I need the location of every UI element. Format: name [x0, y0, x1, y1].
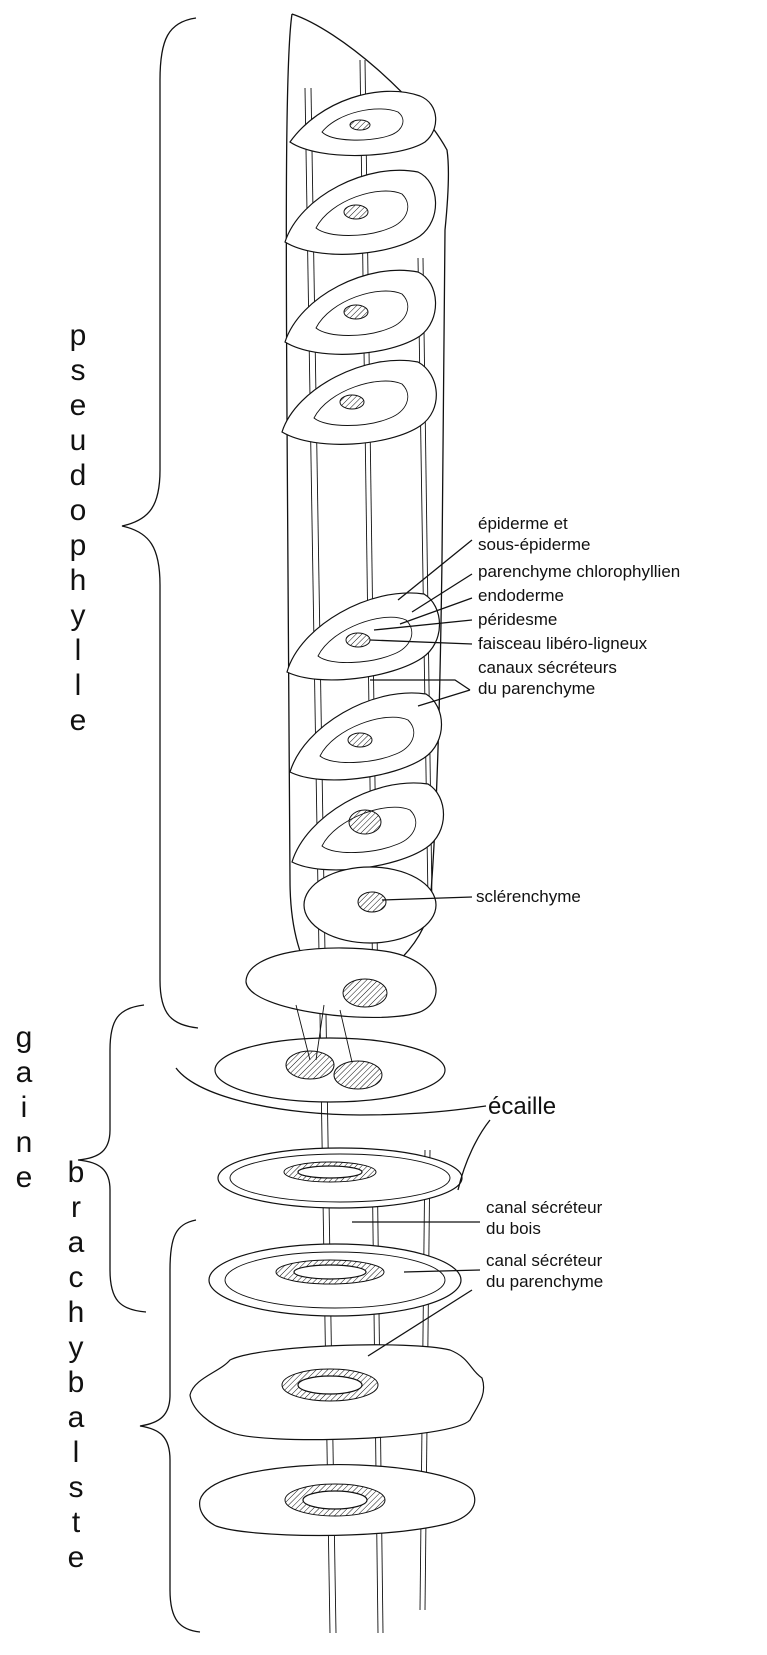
gaine-sections [176, 1005, 486, 1115]
letter: y [58, 598, 98, 633]
letter: d [58, 458, 98, 493]
letter: r [56, 1190, 96, 1225]
letter: i [4, 1090, 44, 1125]
label-canaux-secreteurs: canaux sécréteurs du parenchyme [478, 657, 617, 699]
letter: b [56, 1155, 96, 1190]
letter: p [58, 318, 98, 353]
letter: u [58, 423, 98, 458]
label-canal-bois-line2: du bois [486, 1218, 602, 1239]
pseudophylle-label: p s e u d o p h y l l e [58, 318, 98, 738]
label-faisceau: faisceau libéro-ligneux [478, 633, 647, 654]
label-canal-par-line2: du parenchyme [486, 1271, 603, 1292]
label-parenchyme-chlorophyllien: parenchyme chlorophyllien [478, 561, 680, 582]
letter: o [58, 493, 98, 528]
letter: t [56, 1505, 96, 1540]
label-ecaille: écaille [488, 1093, 556, 1121]
letter: y [56, 1330, 96, 1365]
letter: c [56, 1260, 96, 1295]
label-canal-parenchyme: canal sécréteur du parenchyme [486, 1250, 603, 1292]
letter: l [58, 668, 98, 703]
label-sclerenchyme: sclérenchyme [476, 886, 581, 907]
letter: l [58, 633, 98, 668]
label-canaux-line1: canaux sécréteurs [478, 657, 617, 678]
letter: e [58, 703, 98, 738]
label-endoderme: endoderme [478, 585, 564, 606]
letter: h [58, 563, 98, 598]
pseudophylle-brace [122, 18, 198, 1028]
letter: e [4, 1160, 44, 1195]
letter: a [56, 1225, 96, 1260]
needle-sections [246, 91, 444, 1017]
letter: p [58, 528, 98, 563]
label-canaux-line2: du parenchyme [478, 678, 617, 699]
letter: a [56, 1400, 96, 1435]
label-epiderme-line2: sous-épiderme [478, 534, 590, 555]
brachyblaste-sections [190, 1148, 484, 1536]
letter: h [56, 1295, 96, 1330]
letter: b [56, 1365, 96, 1400]
label-peridesme: péridesme [478, 609, 557, 630]
letter: s [58, 353, 98, 388]
label-epiderme-line1: épiderme et [478, 513, 590, 534]
letter: g [4, 1020, 44, 1055]
label-canal-bois: canal sécréteur du bois [486, 1197, 602, 1239]
gaine-label: g a i n e [4, 1020, 44, 1195]
letter: l [56, 1435, 96, 1470]
letter: s [56, 1470, 96, 1505]
brachyblaste-brace [140, 1220, 200, 1632]
letter: a [4, 1055, 44, 1090]
brachyblaste-label: b r a c h y b a l s t e [56, 1155, 96, 1575]
letter: n [4, 1125, 44, 1160]
letter: e [56, 1540, 96, 1575]
label-canal-bois-line1: canal sécréteur [486, 1197, 602, 1218]
label-epiderme: épiderme et sous-épiderme [478, 513, 590, 555]
label-canal-par-line1: canal sécréteur [486, 1250, 603, 1271]
letter: e [58, 388, 98, 423]
